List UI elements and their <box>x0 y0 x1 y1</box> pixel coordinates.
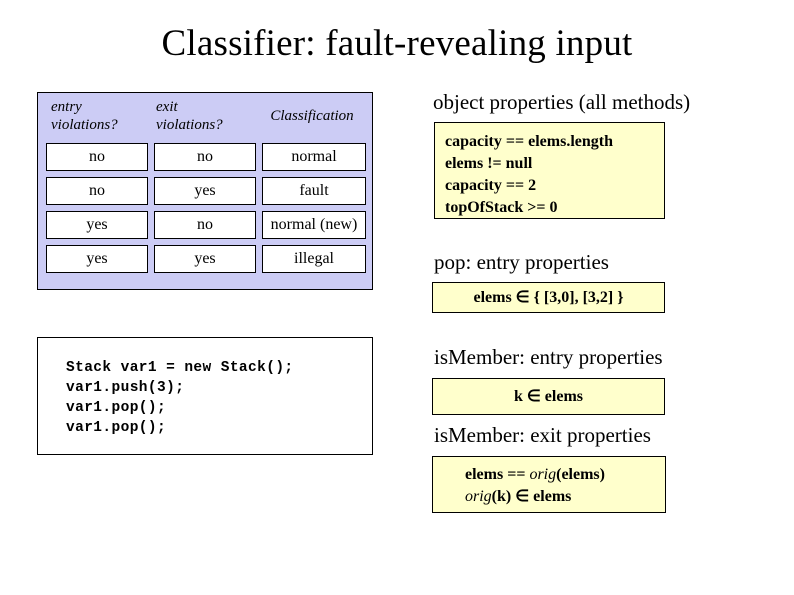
page-title: Classifier: fault-revealing input <box>161 23 633 64</box>
column-header-exit-violations: exit violations? <box>156 98 261 134</box>
table-row: no yes fault <box>38 177 374 205</box>
property-orig-function: orig <box>529 466 557 483</box>
property-line: orig(k) ∈ elems <box>465 486 665 508</box>
property-line: elems == orig(elems) <box>465 464 665 486</box>
cell-classification: normal <box>262 143 366 171</box>
heading-object-properties: object properties (all methods) <box>433 90 691 114</box>
property-text: (k) ∈ elems <box>491 488 572 505</box>
table-row: yes no normal (new) <box>38 211 374 239</box>
ismember-exit-properties-box: elems == orig(elems) orig(k) ∈ elems <box>432 456 666 513</box>
property-line: elems != null <box>445 155 533 172</box>
cell-exit-violations: no <box>154 211 256 239</box>
column-header-exit-line2: violations? <box>156 117 223 133</box>
pop-entry-properties-box: elems ∈ { [3,0], [3,2] } <box>432 282 665 313</box>
cell-exit-violations: yes <box>154 177 256 205</box>
table-row: yes yes illegal <box>38 245 374 273</box>
code-sample-text: Stack var1 = new Stack(); var1.push(3); … <box>66 360 294 436</box>
code-sample-box: Stack var1 = new Stack(); var1.push(3); … <box>37 337 373 455</box>
heading-ismember-entry-properties: isMember: entry properties <box>434 345 663 369</box>
ismember-entry-properties-box: k ∈ elems <box>432 378 665 415</box>
heading-ismember-exit-properties: isMember: exit properties <box>434 423 651 447</box>
cell-entry-violations: yes <box>46 211 148 239</box>
cell-entry-violations: yes <box>46 245 148 273</box>
cell-classification: illegal <box>262 245 366 273</box>
property-line: capacity == 2 <box>445 177 537 194</box>
column-header-entry-line1: entry <box>51 99 82 115</box>
property-line: elems ∈ { [3,0], [3,2] } <box>473 289 624 306</box>
column-header-exit-line1: exit <box>156 99 178 115</box>
cell-entry-violations: no <box>46 177 148 205</box>
cell-classification: normal (new) <box>262 211 366 239</box>
heading-pop-entry-properties: pop: entry properties <box>434 250 609 274</box>
table-header-row: entry violations? exit violations? Class… <box>38 93 374 143</box>
property-line: k ∈ elems <box>513 388 584 405</box>
cell-exit-violations: yes <box>154 245 256 273</box>
table-body: no no normal no yes fault yes no normal … <box>38 143 374 279</box>
column-header-classification: Classification <box>270 108 354 124</box>
cell-exit-violations: no <box>154 143 256 171</box>
property-line: topOfStack >= 0 <box>445 199 558 216</box>
property-text: elems == <box>465 466 530 483</box>
property-orig-function: orig <box>465 488 492 505</box>
table-row: no no normal <box>38 143 374 171</box>
classification-table: entry violations? exit violations? Class… <box>37 92 373 290</box>
column-header-entry-line2: violations? <box>51 117 118 133</box>
cell-entry-violations: no <box>46 143 148 171</box>
property-line: capacity == elems.length <box>445 133 613 150</box>
column-header-entry-violations: entry violations? <box>51 98 156 134</box>
property-text: (elems) <box>556 466 605 483</box>
object-properties-box: capacity == elems.length elems != null c… <box>434 122 665 219</box>
cell-classification: fault <box>262 177 366 205</box>
